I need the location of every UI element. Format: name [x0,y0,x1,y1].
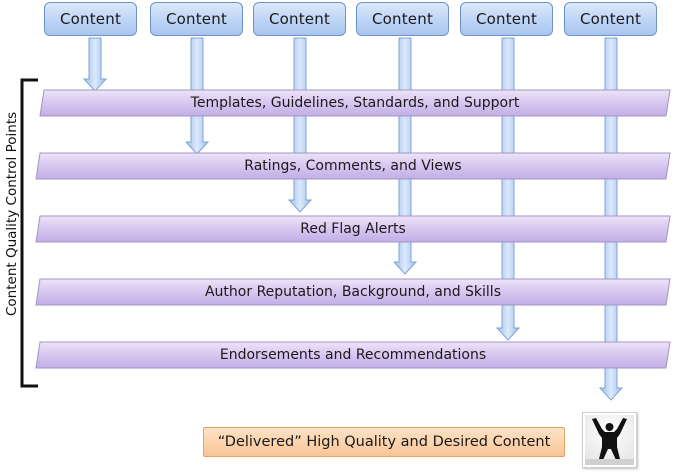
content-box-4: Content [356,2,449,36]
control-point-ratings: Ratings, Comments, and Views [244,158,462,174]
flow-arrow-3 [287,37,313,213]
content-label: Content [579,10,642,28]
control-point-red-flag: Red Flag Alerts [300,221,406,237]
control-point-band-4 [35,278,671,306]
control-point-band-3 [35,215,671,243]
person-arms-raised-silhouette-icon [585,415,634,465]
content-box-5: Content [460,2,553,36]
content-box-1: Content [44,2,137,36]
content-label: Content [59,10,122,28]
content-box-2: Content [150,2,243,36]
control-point-endorsements: Endorsements and Recommendations [219,347,487,363]
content-box-3: Content [253,2,346,36]
success-photo [582,412,637,468]
control-point-band-1 [39,89,671,117]
content-box-6: Content [564,2,657,36]
control-point-band-2 [35,152,671,180]
content-label: Content [165,10,228,28]
content-label: Content [371,10,434,28]
control-points-bracket [20,78,38,388]
control-point-templates: Templates, Guidelines, Standards, and Su… [190,95,520,111]
control-point-band-5 [35,341,671,369]
flow-arrow-1 [82,37,108,92]
delivered-box: “Delivered” High Quality and Desired Con… [203,427,565,457]
content-label: Content [268,10,331,28]
side-label: Content Quality Control Points [4,111,20,316]
control-point-author-reputation: Author Reputation, Background, and Skill… [204,284,501,300]
content-label: Content [475,10,538,28]
delivered-label: “Delivered” High Quality and Desired Con… [217,434,551,450]
